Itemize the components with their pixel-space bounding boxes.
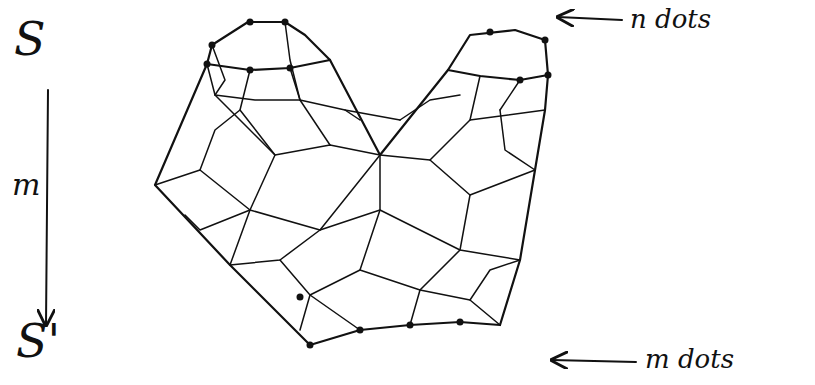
dot-count-note: n dots: [630, 6, 711, 32]
mesh-lines: [155, 22, 545, 330]
pointer-arrow: [552, 360, 636, 362]
surface-name: S': [16, 318, 60, 364]
map-label: m: [12, 170, 40, 200]
dots: [204, 19, 552, 349]
map-arrow: [46, 90, 48, 325]
surface-outline: [155, 22, 548, 345]
surface-name: S: [14, 16, 46, 62]
arrows: [46, 17, 636, 362]
dot-count-note: m dots: [645, 346, 734, 372]
pointer-arrow: [558, 17, 622, 20]
